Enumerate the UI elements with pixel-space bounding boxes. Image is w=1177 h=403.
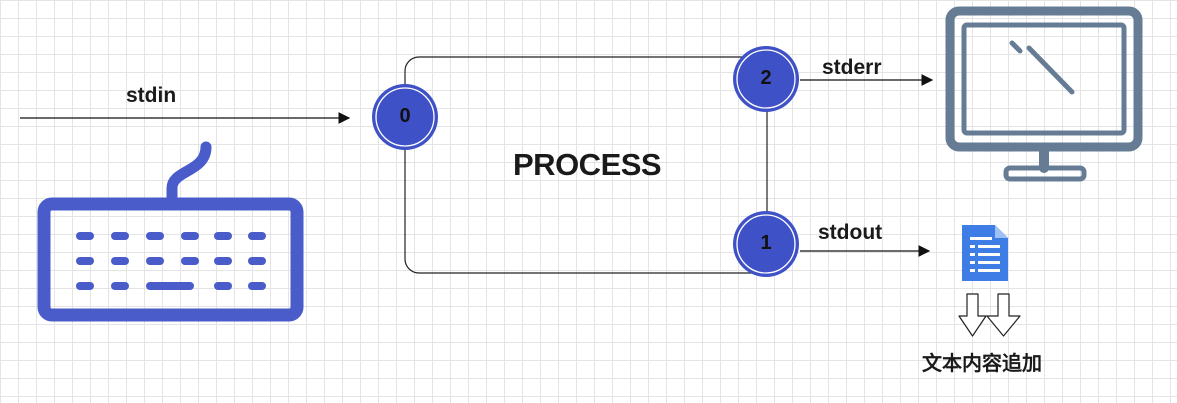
stderr-label: stderr (822, 56, 882, 79)
monitor-icon (945, 6, 1143, 182)
fd2-circle (733, 46, 799, 112)
process-label: PROCESS (513, 147, 662, 182)
down-arrows-icon (958, 293, 1021, 337)
fd0-label: 0 (399, 105, 411, 127)
fd1-circle (733, 211, 799, 277)
keyboard-icon (37, 141, 304, 322)
file-append-note: 文本内容追加 (922, 351, 1042, 375)
fd1-label: 1 (760, 232, 772, 254)
fd0-circle (372, 84, 438, 150)
document-icon (962, 225, 1008, 281)
fd2-label: 2 (760, 67, 772, 89)
stdout-label: stdout (818, 221, 883, 244)
stdin-label: stdin (126, 84, 177, 107)
process-box (404, 56, 768, 274)
